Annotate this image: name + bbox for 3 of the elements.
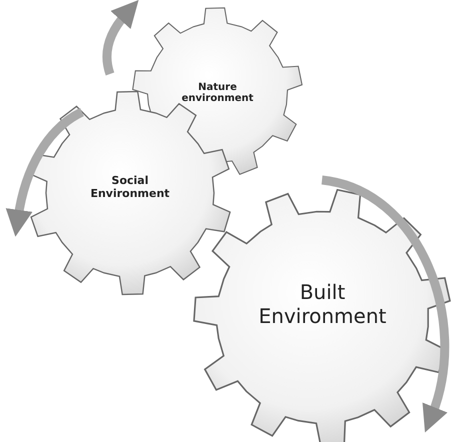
gear-label: Nature environment (180, 82, 254, 104)
gear-label: Social Environment (89, 174, 171, 200)
gear-label: Built Environment (258, 280, 388, 328)
